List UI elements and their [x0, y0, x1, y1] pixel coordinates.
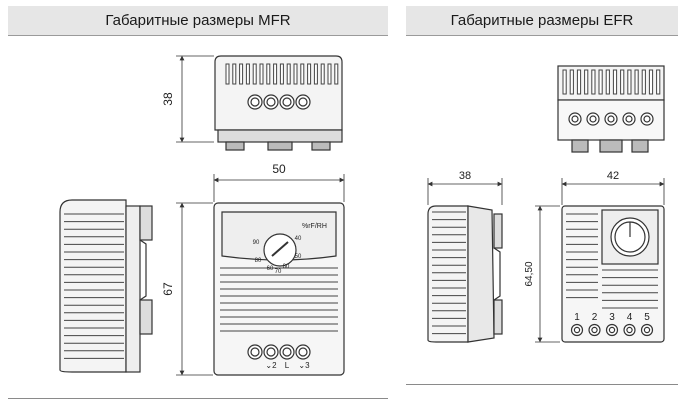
- vent-slot: [300, 63, 305, 85]
- vent-slot: [313, 63, 318, 85]
- efr-dim-height-label: 64,50: [524, 261, 535, 286]
- terminal-screw: [640, 323, 654, 337]
- vent-slot: [327, 63, 332, 85]
- efr-bottom-rule: [406, 384, 678, 385]
- vent-slot: [279, 63, 284, 85]
- terminal-screw: [588, 323, 601, 337]
- efr-front-view: [561, 205, 665, 343]
- vent-slot: [648, 69, 654, 95]
- vent-slot: [612, 69, 618, 95]
- vent-slot: [605, 69, 610, 95]
- vent-slot: [293, 63, 298, 85]
- vent-slot: [656, 69, 661, 95]
- efr-dim-front-width: 42: [607, 170, 619, 182]
- vent-slot: [225, 63, 230, 85]
- vent-slot: [273, 63, 278, 85]
- efr-dim-side-width: 38: [459, 170, 471, 182]
- terminal-number: 4: [627, 312, 633, 323]
- vent-slot: [620, 69, 625, 95]
- mfr-dim-67: [176, 202, 213, 376]
- mfr-dim-width: 50: [272, 162, 286, 176]
- vent-slot: [259, 63, 264, 85]
- terminal-screw: [570, 323, 584, 337]
- vent-slot: [239, 63, 244, 85]
- scale-mark: 90: [253, 240, 260, 246]
- terminal-number: 2: [592, 312, 598, 323]
- vent-slot: [598, 69, 603, 95]
- terminal-label: ⌄2: [265, 361, 277, 370]
- terminal-screw: [622, 112, 636, 126]
- terminal-screw: [604, 112, 618, 126]
- mfr-dim-height-top: 38: [161, 92, 175, 106]
- efr-dim-height: [535, 205, 560, 343]
- mfr-front-view: [213, 202, 345, 376]
- efr-side-view: [427, 205, 503, 343]
- mfr-side-view: [59, 199, 153, 373]
- terminal-screw: [640, 112, 654, 126]
- terminal-screw: [295, 94, 311, 110]
- vent-slot: [562, 69, 567, 95]
- scale-mark: 80: [283, 264, 290, 270]
- mfr-section-title: Габаритные размеры MFR: [8, 6, 388, 36]
- mfr-dim-38: [176, 55, 214, 143]
- mfr-bottom-rule: [8, 398, 388, 399]
- vent-slot: [320, 63, 325, 85]
- terminal-screw: [279, 344, 295, 360]
- mfr-scale-label: %rF/RH: [302, 223, 327, 230]
- vent-slot: [591, 69, 596, 95]
- terminal-number: 5: [644, 312, 650, 323]
- terminal-label: ⌄3: [298, 361, 310, 370]
- terminal-screw: [623, 323, 636, 337]
- terminal-number: 3: [609, 312, 615, 323]
- terminal-label: L: [285, 361, 290, 370]
- vent-slot: [307, 63, 312, 85]
- scale-mark: 40: [295, 236, 302, 242]
- mfr-top-view: [214, 55, 343, 151]
- terminal-screw: [295, 344, 311, 360]
- efr-section-title: Габаритные размеры EFR: [406, 6, 678, 36]
- scale-mark: 70: [275, 269, 282, 275]
- vent-slot: [334, 63, 339, 85]
- scale-mark: 80: [255, 258, 262, 264]
- terminal-screw: [263, 94, 279, 110]
- terminal-screw: [279, 94, 295, 110]
- vent-slot: [576, 69, 582, 95]
- terminal-screw: [605, 323, 619, 337]
- vent-slot: [569, 69, 574, 95]
- terminal-number: 1: [574, 312, 580, 323]
- terminal-screw: [586, 112, 600, 126]
- vent-slot: [634, 69, 639, 95]
- efr-dim-38: [427, 178, 503, 205]
- scale-mark: 60: [267, 266, 274, 272]
- mfr-dim-height-front: 67: [161, 282, 175, 296]
- terminal-screw: [263, 344, 279, 360]
- efr-dim-42: [561, 178, 665, 205]
- terminal-screw: [247, 94, 263, 110]
- vent-slot: [266, 63, 271, 85]
- vent-slot: [232, 63, 237, 85]
- terminal-screw: [568, 112, 582, 126]
- terminal-screw: [247, 344, 263, 360]
- mfr-terminal-labels: ⌄2 L ⌄3: [265, 361, 310, 370]
- mfr-dim-50: [213, 174, 345, 202]
- vent-slot: [627, 69, 632, 95]
- vent-slot: [584, 69, 589, 95]
- vent-slot: [252, 63, 257, 85]
- vent-slot: [641, 69, 646, 95]
- scale-mark: 50: [295, 254, 302, 260]
- vent-slot: [286, 63, 291, 85]
- vent-slot: [245, 63, 250, 85]
- efr-top-view: [557, 65, 665, 153]
